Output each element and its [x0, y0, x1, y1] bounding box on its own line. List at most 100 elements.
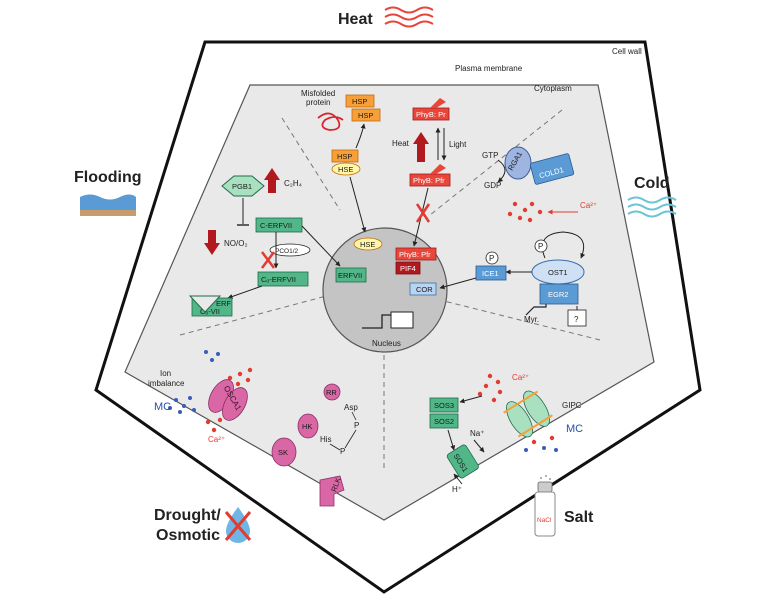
- ost1-label: OST1: [548, 268, 568, 277]
- egr2-label: EGR2: [548, 290, 568, 299]
- c-erfvii-label: C-ERFVII: [260, 221, 292, 230]
- pco-ellipse: [269, 243, 311, 257]
- cor-label: COR: [416, 285, 433, 294]
- gene-promoter-icon: [362, 314, 398, 329]
- cold-calcium-label: Ca²⁺: [580, 201, 597, 210]
- salt-calcium-arrow: [459, 395, 483, 404]
- water-drop-crossed-icon: [224, 507, 252, 543]
- pco-label: PCO1/2: [275, 248, 299, 255]
- ion-imbalance-label-2: imbalance: [148, 379, 185, 388]
- hsp-top-box: [345, 94, 375, 108]
- myr-label: Myr.: [524, 315, 539, 324]
- c2h4-label: C₂H₄: [284, 179, 302, 188]
- nacl-label: NaCl: [537, 517, 552, 524]
- cox-erfvii-box: [257, 271, 309, 287]
- degradation-arrow: [227, 285, 263, 299]
- asp-phospho-line: [351, 411, 357, 421]
- osca1-channel: [208, 379, 248, 421]
- cytoplasm-label: Cytoplasm: [534, 84, 572, 93]
- rr-circle: [323, 383, 341, 401]
- phyb-pfr-label: PhyB: Pfr: [413, 176, 445, 185]
- degraded-erfvii-top-label: ERF: [216, 299, 231, 308]
- heat-label: Heat: [338, 11, 373, 28]
- phyb-block-x: [415, 203, 431, 223]
- flooding-label: Flooding: [74, 169, 142, 186]
- sector-dividers: [179, 109, 601, 470]
- misfolded-protein-label: Misfolded: [301, 89, 335, 98]
- asp-phospho-label: P: [354, 421, 359, 430]
- heat-up-arrow: [413, 132, 429, 162]
- drought-ion-dots: [168, 350, 253, 433]
- pgb1-label: PGB1: [232, 182, 252, 191]
- hsp-bottom-label: HSP: [358, 111, 373, 120]
- sos3-box: [429, 397, 459, 413]
- cold-calcium-dots: [507, 201, 543, 223]
- hk-shape: [297, 413, 319, 439]
- na-efflux-arrow: [473, 439, 485, 453]
- cor-box: [409, 282, 437, 296]
- misfolded-protein-squiggle: [317, 112, 344, 131]
- cold-waves-icon: [627, 196, 677, 218]
- c-erfvii-to-nucleus-arrow: [301, 225, 341, 267]
- rr-label: RR: [326, 388, 337, 397]
- plasma-membrane-label: Plasma membrane: [455, 64, 523, 73]
- gene-box: [390, 311, 414, 329]
- no-o2-label: NO/O₂: [224, 239, 248, 248]
- egr2-box: [539, 283, 579, 305]
- na-label: Na⁺: [470, 429, 484, 438]
- drought-label-line2: Osmotic: [156, 527, 220, 544]
- cell-wall-label: Cell wall: [612, 47, 642, 56]
- salt-label: Salt: [564, 509, 594, 526]
- hsp-free-box: [331, 149, 359, 163]
- hse-cytoplasm-label: HSE: [338, 165, 353, 174]
- ice1-to-cor-arrow: [439, 277, 477, 290]
- myristoylation-anchor: [525, 304, 547, 316]
- pco-block-x: [261, 251, 275, 269]
- phyb-pfr-nucleus-label: PhyB: Pfr: [399, 250, 431, 259]
- salt-calcium-dots: [477, 373, 503, 403]
- hse-nucleus-label: HSE: [360, 240, 375, 249]
- gdp-label: GDP: [484, 181, 501, 190]
- ice1-label: ICE1: [482, 269, 499, 278]
- ice1-phospho-label: P: [489, 254, 494, 263]
- sos2-to-sos1-arrow: [447, 429, 456, 451]
- salt-calcium-label: Ca²⁺: [512, 373, 529, 382]
- misfolded-protein-label-2: protein: [306, 98, 330, 107]
- hk-label: HK: [302, 422, 312, 431]
- erfvii-nucleus-label: ERFVII: [338, 271, 362, 280]
- flood-water-icon: [80, 194, 136, 216]
- sos2-box: [429, 413, 459, 429]
- gtp-label: GTP: [482, 151, 498, 160]
- c-erfvii-box: [255, 217, 303, 233]
- sos2-label: SOS2: [434, 417, 454, 426]
- phyb-pr-label: PhyB: Pr: [416, 110, 446, 119]
- degradation-wedge: [188, 295, 222, 313]
- c2h4-up-arrow: [264, 168, 280, 193]
- his-label: His: [320, 435, 332, 444]
- hsp-bottom-box: [351, 108, 381, 122]
- cox-erfvii-label: Cₒ-ERFVII: [261, 275, 296, 284]
- rlk-receptor: [319, 475, 345, 507]
- gipc-channel: [503, 390, 553, 438]
- sos3-label: SOS3: [434, 401, 454, 410]
- pif4-box: [395, 261, 421, 275]
- cold1-box: [529, 153, 575, 185]
- hsp-top-label: HSP: [352, 97, 367, 106]
- degraded-erfvii-bottom-label: Cₒ-VII: [200, 307, 220, 316]
- hsp-free-label: HSP: [337, 152, 352, 161]
- drought-calcium-label: Ca²⁺: [208, 435, 225, 444]
- phyb-pr-tab: [430, 98, 446, 108]
- pgb1-hexagon: [221, 175, 265, 197]
- nucleus-label: Nucleus: [372, 339, 401, 348]
- salt-ion-dots: [524, 435, 558, 452]
- p-transfer-line: [344, 429, 357, 449]
- his-phospho-label: P: [340, 447, 345, 456]
- drought-mc-label: MC: [154, 401, 171, 413]
- his-phospho-line: [329, 443, 341, 451]
- sk-label: SK: [278, 448, 288, 457]
- light-word: Light: [449, 140, 467, 149]
- asp-label: Asp: [344, 403, 358, 412]
- phyb-pfr-tab: [430, 164, 446, 174]
- ice1-phospho-circle: [485, 251, 499, 265]
